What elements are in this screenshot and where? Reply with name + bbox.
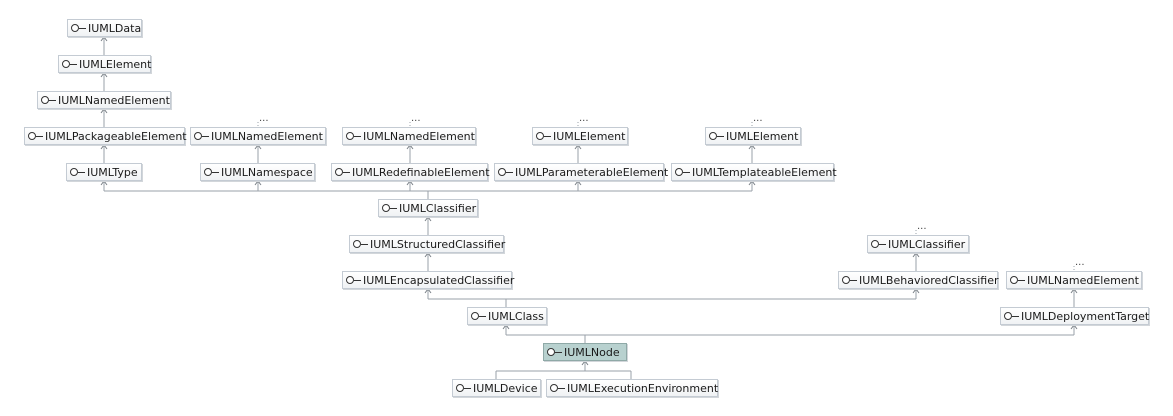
node-label: IUMLType — [87, 165, 138, 179]
node-iumlbehavioredclassifier[interactable]: IUMLBehavioredClassifier — [838, 271, 998, 289]
interface-icon — [675, 167, 690, 177]
node-iumldeploymenttarget[interactable]: IUMLDeploymentTarget — [1000, 307, 1149, 325]
interface-icon — [498, 167, 513, 177]
node-label: IUMLNamedElement — [211, 129, 323, 143]
node-iumlencapsulatedclassifier[interactable]: IUMLEncapsulatedClassifier — [342, 271, 515, 289]
interface-icon — [550, 383, 565, 393]
node-iumlnamedelement[interactable]: IUMLNamedElement — [37, 91, 171, 109]
node-label: IUMLNode — [564, 345, 620, 359]
ellipsis-marker[interactable]: ... — [1075, 257, 1085, 268]
interface-icon — [194, 131, 209, 141]
node-label: IUMLStructuredClassifier — [370, 237, 506, 251]
interface-icon — [709, 131, 724, 141]
node-label: IUMLNamedElement — [1027, 273, 1139, 287]
node-iumltype[interactable]: IUMLType — [66, 163, 142, 181]
node-iumlredefinableelement[interactable]: IUMLRedefinableElement — [331, 163, 490, 181]
node-label: IUMLParameterableElement — [515, 165, 669, 179]
interface-icon — [471, 311, 486, 321]
interface-icon — [41, 95, 56, 105]
node-iumlelement[interactable]: IUMLElement — [532, 127, 628, 145]
node-label: IUMLRedefinableElement — [352, 165, 490, 179]
node-label: IUMLElement — [553, 129, 626, 143]
node-label: IUMLPackageableElement — [45, 129, 187, 143]
node-label: IUMLNamedElement — [363, 129, 475, 143]
ellipsis-marker[interactable]: ... — [579, 113, 589, 124]
interface-icon — [28, 131, 43, 141]
interface-icon — [346, 131, 361, 141]
ellipsis-marker[interactable]: ... — [411, 113, 421, 124]
node-label: IUMLData — [88, 21, 142, 35]
node-iumlnamedelement[interactable]: IUMLNamedElement — [342, 127, 476, 145]
ellipsis-marker[interactable]: ... — [259, 113, 269, 124]
node-iumlpackageableelement[interactable]: IUMLPackageableElement — [24, 127, 187, 145]
interface-icon — [456, 383, 471, 393]
node-label: IUMLClass — [488, 309, 544, 323]
interface-icon — [842, 275, 857, 285]
node-iumlnode-focus[interactable]: IUMLNode — [543, 343, 627, 361]
ellipsis-marker[interactable]: ... — [917, 221, 927, 232]
interface-icon — [547, 347, 562, 357]
node-label: IUMLDevice — [473, 381, 538, 395]
interface-icon — [70, 167, 85, 177]
node-label: IUMLEncapsulatedClassifier — [363, 273, 515, 287]
node-iumlparameterableelement[interactable]: IUMLParameterableElement — [494, 163, 668, 181]
node-label: IUMLElement — [79, 57, 152, 71]
interface-icon — [871, 239, 886, 249]
node-label: IUMLTemplateableElement — [692, 165, 837, 179]
interface-icon — [353, 239, 368, 249]
interface-icon — [382, 203, 397, 213]
interface-icon — [346, 275, 361, 285]
interface-icon — [71, 23, 86, 33]
node-iumlclassifier[interactable]: IUMLClassifier — [378, 199, 478, 217]
node-iumlnamedelement[interactable]: IUMLNamedElement — [190, 127, 326, 145]
interface-icon — [1004, 311, 1019, 321]
node-iumlclass[interactable]: IUMLClass — [467, 307, 547, 325]
interface-icon — [536, 131, 551, 141]
node-label: IUMLClassifier — [399, 201, 477, 215]
node-label: IUMLDeploymentTarget — [1021, 309, 1150, 323]
node-iumlelement[interactable]: IUMLElement — [705, 127, 801, 145]
node-iumlclassifier[interactable]: IUMLClassifier — [867, 235, 969, 253]
interface-icon — [62, 59, 77, 69]
node-iumlelement[interactable]: IUMLElement — [58, 55, 151, 73]
node-iumlnamedelement[interactable]: IUMLNamedElement — [1006, 271, 1142, 289]
node-label: IUMLElement — [726, 129, 799, 143]
node-iumldevice[interactable]: IUMLDevice — [452, 379, 541, 397]
interface-icon — [335, 167, 350, 177]
interface-icon — [1010, 275, 1025, 285]
node-label: IUMLClassifier — [888, 237, 966, 251]
node-iumltemplateableelement[interactable]: IUMLTemplateableElement — [671, 163, 837, 181]
node-label: IUMLNamespace — [221, 165, 313, 179]
node-label: IUMLExecutionEnvironment — [567, 381, 719, 395]
node-iumlstructuredclassifier[interactable]: IUMLStructuredClassifier — [349, 235, 506, 253]
node-label: IUMLBehavioredClassifier — [859, 273, 999, 287]
interface-icon — [204, 167, 219, 177]
node-iumlexecutionenvironment[interactable]: IUMLExecutionEnvironment — [546, 379, 718, 397]
node-label: IUMLNamedElement — [58, 93, 170, 107]
node-iumlnamespace[interactable]: IUMLNamespace — [200, 163, 315, 181]
node-iumldata[interactable]: IUMLData — [67, 19, 142, 37]
ellipsis-marker[interactable]: ... — [753, 113, 763, 124]
